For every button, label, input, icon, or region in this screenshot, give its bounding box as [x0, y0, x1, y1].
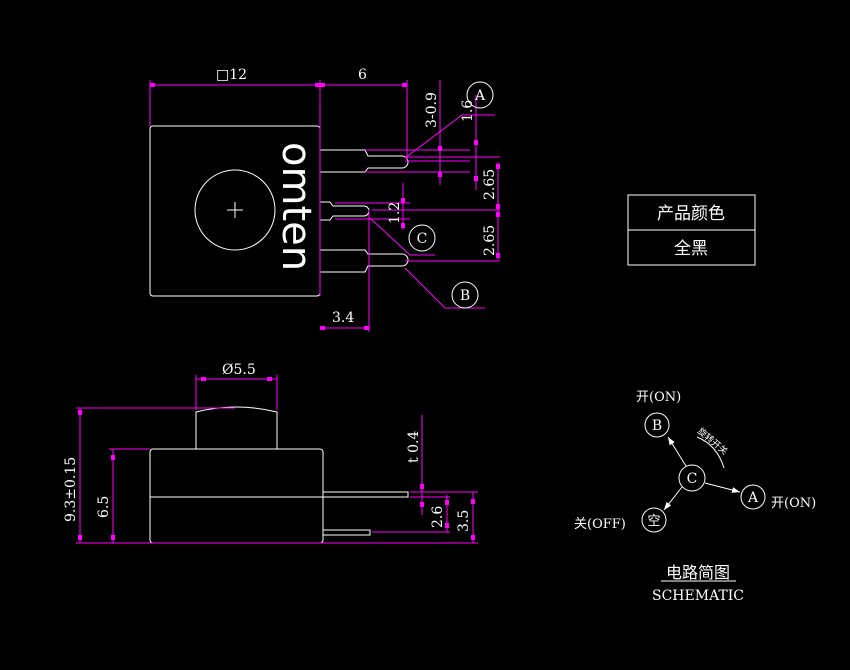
schematic-title-cn: 电路简图: [666, 563, 730, 582]
dim-pin-length: 6: [358, 67, 367, 83]
node-a: A: [740, 484, 766, 510]
side-pin-upper: [322, 491, 409, 498]
svg-text:空: 空: [647, 514, 660, 529]
svg-text:C: C: [687, 471, 698, 487]
dim-pitch-2: 2.65: [482, 225, 498, 256]
svg-text:C: C: [417, 231, 428, 247]
node-b: B: [644, 412, 670, 438]
dim-mid-pin-length: 3.4: [332, 310, 354, 326]
side-dimensions: Ø5.5 9.3±0.15 6.5 t 0.4 2.6 3.5: [63, 362, 478, 544]
dim-width: □12: [216, 67, 247, 83]
label-off: 关(OFF): [574, 517, 626, 532]
switch-body-side: [149, 448, 324, 544]
dim-pin-span: 3.5: [456, 510, 472, 532]
knob-side: [195, 406, 278, 449]
pin-label-a: A: [466, 81, 494, 109]
svg-text:B: B: [652, 418, 662, 434]
node-empty: 空: [641, 507, 667, 533]
svg-text:A: A: [474, 88, 486, 104]
label-rotation: 旋转开关: [695, 425, 730, 457]
dim-thickness: t 0.4: [406, 431, 422, 463]
dim-pitch-1: 2.65: [482, 169, 498, 200]
node-c: C: [678, 464, 706, 492]
side-pin-lower: [322, 529, 371, 536]
side-view: Ø5.5 9.3±0.15 6.5 t 0.4 2.6 3.5: [63, 362, 478, 544]
dim-body-height: 6.5: [96, 496, 112, 518]
knob-circle: [194, 169, 276, 251]
svg-text:B: B: [460, 288, 470, 304]
dim-pitch-top: 1.6: [460, 100, 476, 122]
pin-label-b: B: [451, 281, 479, 309]
color-table-header: 产品颜色: [657, 204, 725, 224]
dim-mid-pin: 1.2: [387, 202, 403, 224]
rotation-arc: [696, 436, 725, 469]
logo-text: omten: [273, 142, 319, 271]
dim-pin-count-width: 3-0.9: [424, 92, 440, 128]
dim-knob-diameter: Ø5.5: [222, 362, 256, 378]
pin-label-c: C: [408, 224, 436, 252]
label-a-on: 开(ON): [771, 496, 816, 511]
color-table: 产品颜色 全黑: [627, 194, 756, 266]
label-b-on: 开(ON): [636, 390, 681, 405]
svg-text:A: A: [747, 490, 759, 506]
top-view: omten □12 6 3-0.9 1.6 2.65 2.65 1.2 3.4: [149, 67, 500, 332]
color-table-value: 全黑: [674, 239, 708, 259]
schematic-title-en: SCHEMATIC: [652, 588, 744, 604]
pin-c: [320, 201, 370, 221]
dim-pin-offset: 2.6: [430, 506, 446, 528]
center-cross: [227, 202, 243, 218]
pin-b: [320, 249, 409, 273]
dim-total-height: 9.3±0.15: [63, 457, 79, 522]
schematic: C B A 空 开(ON) 开(ON) 关(OFF) 旋转开关 电路简图 SCH…: [574, 390, 816, 604]
pin-a: [320, 149, 409, 173]
top-dimensions: □12 6 3-0.9 1.6 2.65 2.65 1.2 3.4: [149, 67, 500, 332]
